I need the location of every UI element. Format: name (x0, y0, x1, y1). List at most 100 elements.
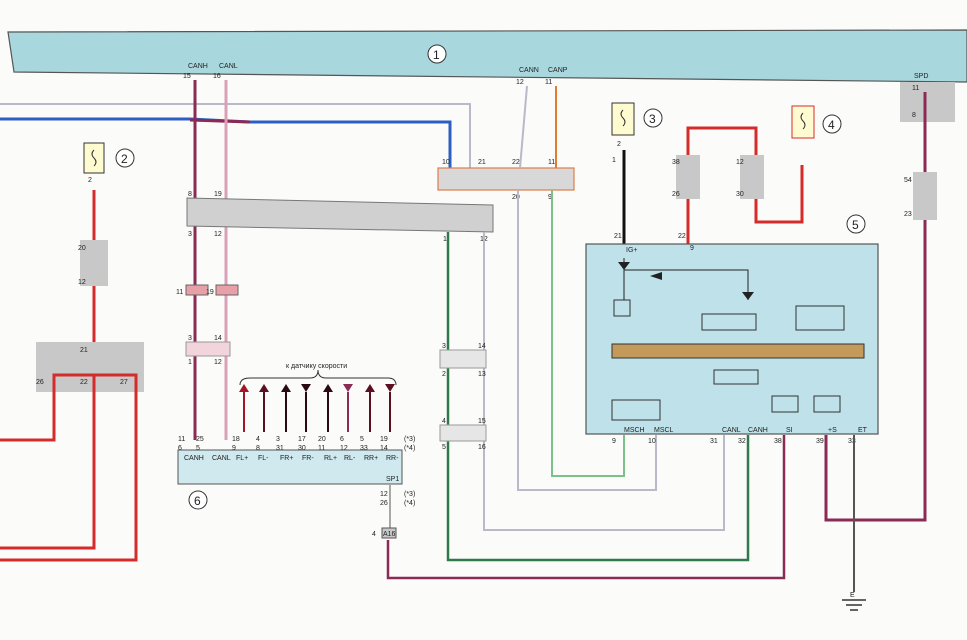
b6-r2-12: 12 (340, 445, 348, 452)
ecu-bpin-33: 33 (848, 438, 856, 445)
b6-r1-17: 17 (298, 436, 306, 443)
fuse-4 (791, 105, 815, 139)
canp-pin: 11 (545, 79, 552, 86)
pin-15: 15 (183, 73, 191, 80)
wire-purple-si (386, 435, 786, 580)
ecu-diode-2 (650, 272, 662, 280)
mid-pin-5: 5 (442, 444, 446, 451)
fuse2-pin: 2 (88, 177, 92, 184)
b6-fr-minus: FR- (302, 455, 314, 462)
jb2-pin-22: 22 (80, 379, 88, 386)
b6-canh: CANH (184, 455, 204, 462)
b6-fl-plus: FL+ (236, 455, 248, 462)
jb-left-block (80, 240, 108, 286)
wide-splice-block (186, 197, 494, 233)
wire-purple-seg (189, 118, 251, 124)
fuse-2-symbol (91, 149, 97, 167)
ground-symbol (842, 599, 866, 611)
b6-spi-pin-26: 26 (380, 500, 388, 507)
ecu-s-block (813, 395, 841, 413)
ecu-bpin-10: 10 (648, 438, 656, 445)
sensor-arrows (239, 384, 395, 432)
wire-gray-canl (483, 232, 725, 531)
mid-pin-2: 2 (442, 371, 446, 378)
b6-bottom-pin-a16: A16 (383, 531, 396, 538)
callout-3-label: 3 (649, 112, 656, 126)
ground-label: E (850, 592, 855, 599)
jb2-pin-21: 21 (80, 347, 88, 354)
b6-spi-note-4: (*4) (404, 500, 415, 507)
spd-pin-8: 8 (912, 112, 916, 119)
wide-pin-3: 3 (188, 231, 192, 238)
b6-rr-plus: RR+ (364, 455, 378, 462)
wire-purple-spd (824, 92, 927, 522)
relay-pin-30: 30 (736, 191, 744, 198)
fuse3-pin-2: 2 (617, 141, 621, 148)
pin-16: 16 (213, 73, 221, 80)
ecu-bus-bar (611, 343, 865, 359)
b6-r2-6: 6 (178, 445, 182, 452)
fuse-3 (611, 102, 635, 136)
upper-pin-10: 10 (442, 159, 450, 166)
b6-r2-30: 30 (298, 445, 306, 452)
upper-connector (437, 167, 575, 191)
cann-pin: 12 (516, 79, 524, 86)
ecu-bpin-32: 32 (738, 438, 746, 445)
spd-label: SPD (914, 73, 928, 80)
fuse3-pin-1: 1 (612, 157, 616, 164)
b6-rl-plus: RL+ (324, 455, 337, 462)
spd-pin-54: 54 (904, 177, 912, 184)
ecu-pin-9: 9 (690, 245, 694, 252)
ecu-canl: CANL (722, 427, 741, 434)
callout-5 (846, 214, 866, 234)
pin-19: 19 (206, 289, 214, 296)
upper-pin-22: 22 (512, 159, 520, 166)
wide-pin-19: 19 (214, 191, 222, 198)
ecu-mscl: MSCL (654, 427, 674, 434)
b6-r1-6: 6 (340, 436, 344, 443)
c314-pin-1: 1 (188, 359, 192, 366)
ecu-chip-1 (701, 313, 757, 331)
jb-left2-block (36, 342, 144, 392)
jb2-pin-27: 27 (120, 379, 128, 386)
ecu-msch: MSCH (624, 427, 645, 434)
wide-pin-1: 1 (443, 236, 447, 243)
wire-gray-top (0, 103, 471, 168)
ecu-diode-1 (618, 262, 630, 270)
c314-pin-14: 14 (214, 335, 222, 342)
wide-pin-8: 8 (188, 191, 192, 198)
ecu-pin-21: 21 (614, 233, 622, 240)
b6-fl-minus: FL- (258, 455, 269, 462)
ecu-canh: CANH (748, 427, 768, 434)
mid-pin-14: 14 (478, 343, 486, 350)
ecu-chip-3 (795, 305, 845, 331)
b6-r2-9: 9 (232, 445, 236, 452)
connector-3-14 (185, 341, 231, 357)
b6-r1-19: 19 (380, 436, 388, 443)
mid-pin-16: 16 (478, 444, 486, 451)
b6-r2-8: 8 (256, 445, 260, 452)
callout-1 (427, 44, 447, 64)
block-6 (177, 449, 403, 485)
mid-pin-15: 15 (478, 418, 486, 425)
b6-spi-pin-12: 12 (380, 491, 388, 498)
fuse-4-symbol (800, 112, 806, 130)
b6-rl-minus: RL- (344, 455, 356, 462)
callout-2 (115, 148, 135, 168)
b6-canl: CANL (212, 455, 231, 462)
spd-pin-11: 11 (912, 85, 919, 92)
spd-mid-block (913, 172, 937, 220)
mid-connector-2 (439, 424, 487, 442)
upper-pin-21: 21 (478, 159, 486, 166)
ecu-msc-block (611, 399, 661, 421)
canp-label: CANP (548, 67, 568, 74)
c314-pin-3: 3 (188, 335, 192, 342)
callout-4-label: 4 (828, 118, 835, 132)
b6-r1-5: 5 (360, 436, 364, 443)
b6-r2-11: 11 (318, 445, 325, 452)
callout-4 (822, 114, 842, 134)
relay-pin-26: 26 (672, 191, 680, 198)
b6-r2-31: 31 (276, 445, 284, 452)
jb2-pin-26: 26 (36, 379, 44, 386)
